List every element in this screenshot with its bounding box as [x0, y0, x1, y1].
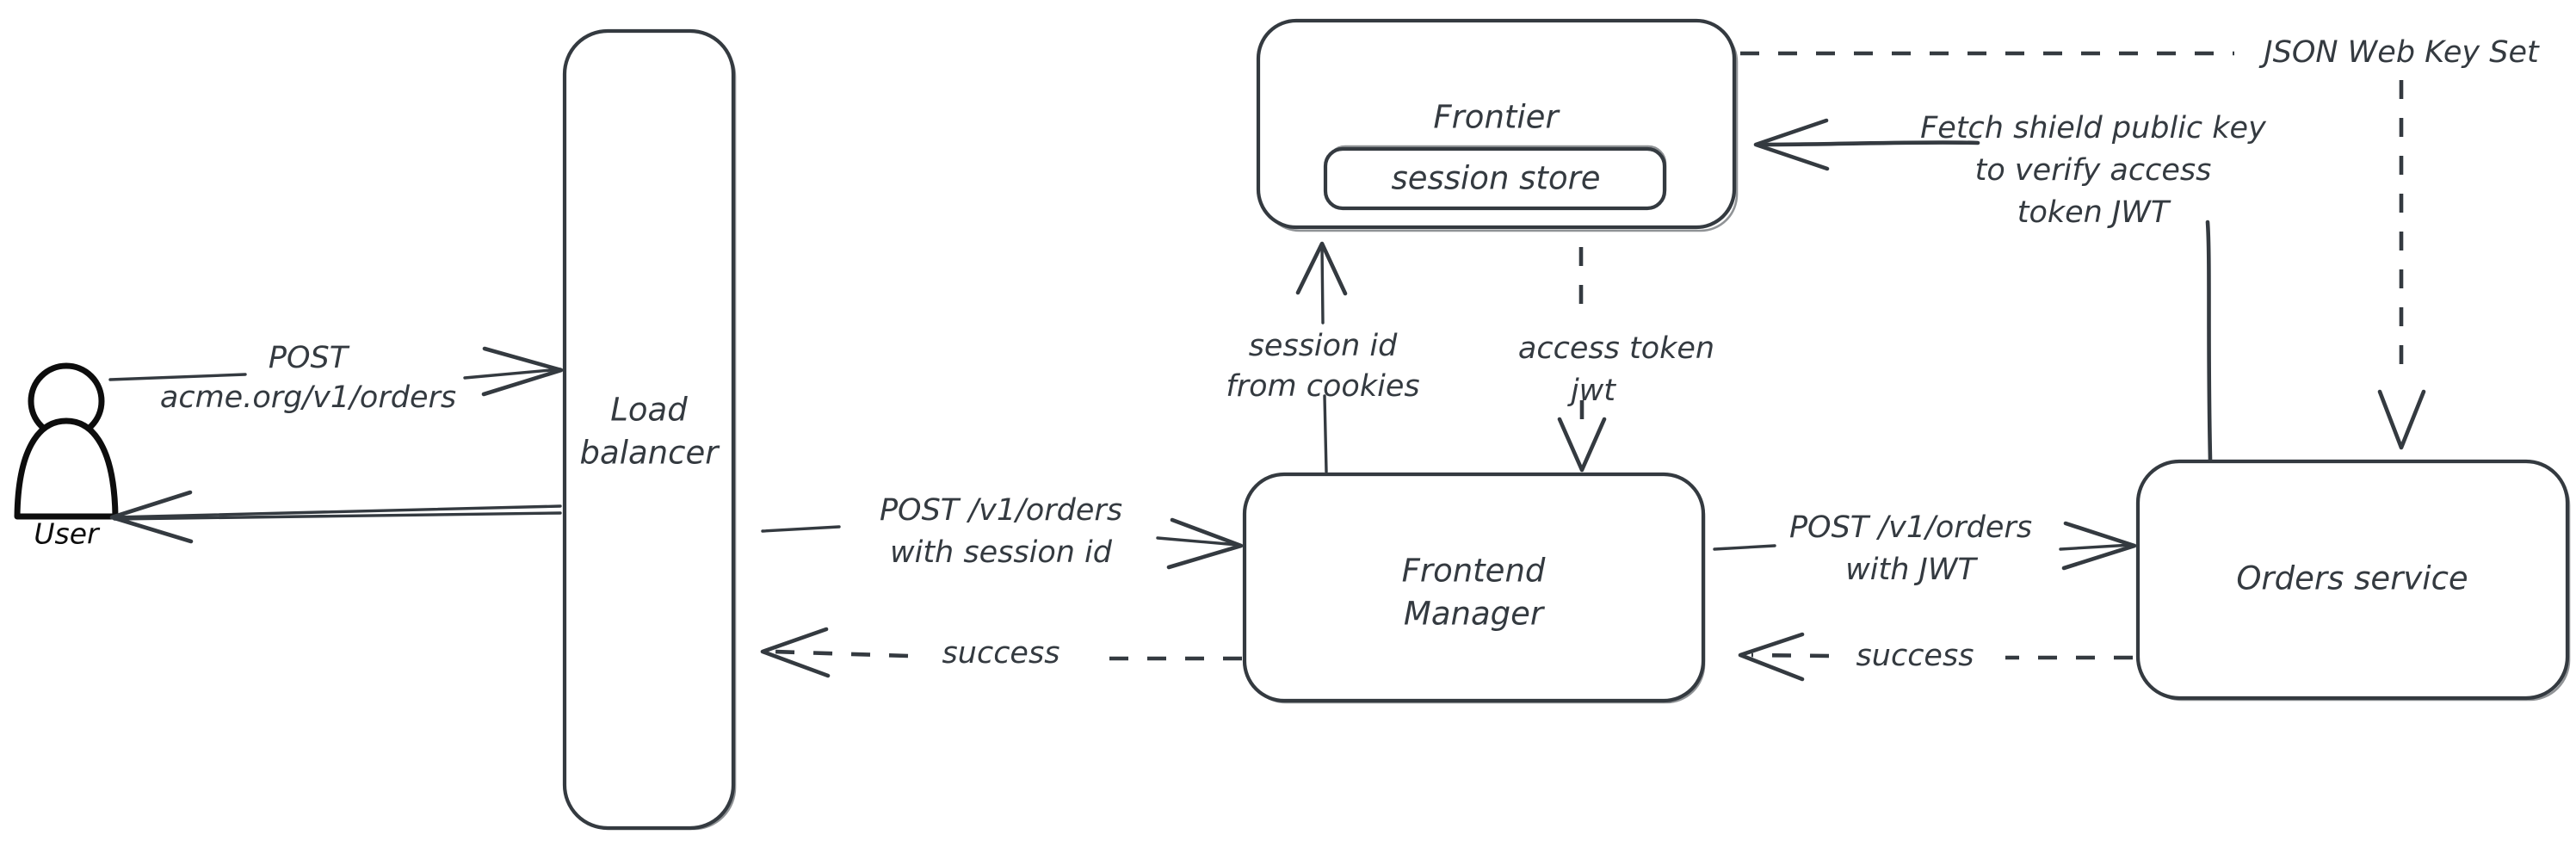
node-load-balancer[interactable]: Load balancer [562, 28, 737, 831]
arrow-head-up-icon [1295, 241, 1348, 296]
node-frontend-manager-label-line1: Frontend [1402, 553, 1546, 590]
arrow-head-right-icon [481, 346, 564, 397]
node-frontend-manager-label-line2: Manager [1404, 596, 1546, 633]
user-actor[interactable]: User [14, 362, 119, 551]
edge-frontend-manager-to-orders-service[interactable]: POST /v1/orders with JWT [1713, 510, 2137, 587]
arrow-head-right-icon [2061, 521, 2137, 571]
arrow-head-right-icon [1166, 517, 1244, 570]
edge-lb-to-fm-label-line1: POST /v1/orders [880, 493, 1122, 528]
edge-load-balancer-to-frontend-manager[interactable]: POST /v1/orders with session id [761, 493, 1244, 570]
edge-user-to-load-balancer-label-line1: POST [269, 341, 350, 375]
edge-orders-service-to-frontend-manager[interactable]: success [1738, 632, 2133, 682]
edge-user-to-load-balancer[interactable]: POST acme.org/v1/orders [108, 341, 564, 415]
edge-frontier-to-orders-label: JSON Web Key Set [2258, 35, 2540, 70]
edge-fm-to-frontier-label-line2: from cookies [1226, 369, 1419, 404]
arrow-head-left-icon [760, 627, 831, 678]
edge-frontier-to-orders-service[interactable]: JSON Web Key Set [1740, 35, 2540, 450]
node-frontend-manager[interactable]: Frontend Manager [1242, 472, 1706, 704]
node-frontier[interactable]: Frontier session store [1256, 18, 1739, 232]
node-session-store[interactable]: session store [1323, 145, 1667, 211]
edge-orders-to-frontier-label-line3: token JWT [2017, 195, 2171, 230]
edge-orders-to-frontier-label-line2: to verify access [1975, 153, 2212, 188]
arrow-head-left-icon [109, 490, 194, 544]
edge-frontier-to-fm-label-line2: jwt [1567, 374, 1616, 408]
arrow-head-left-icon [1753, 118, 1830, 171]
arrow-head-down-icon [1557, 417, 1607, 473]
node-load-balancer-label-line2: balancer [580, 435, 721, 472]
edge-frontend-manager-to-load-balancer[interactable]: success [760, 627, 1242, 678]
edge-fm-to-lb-label: success [942, 636, 1060, 671]
edge-load-balancer-to-user[interactable] [109, 490, 562, 544]
node-orders-service-label: Orders service [2236, 560, 2468, 597]
node-session-store-label: session store [1391, 160, 1600, 197]
node-orders-service[interactable]: Orders service [2135, 459, 2571, 702]
edge-frontier-to-fm-label-line1: access token [1518, 331, 1714, 366]
person-icon [14, 362, 119, 520]
edge-orders-service-to-frontier[interactable]: Fetch shield public key to verify access… [1753, 111, 2267, 462]
edge-frontier-to-frontend-manager[interactable]: access token jwt [1518, 247, 1714, 473]
edge-fm-to-orders-label-line1: POST /v1/orders [1789, 510, 2032, 545]
edge-fm-to-orders-label-line2: with JWT [1845, 553, 1978, 587]
arrow-head-down-icon [2377, 389, 2426, 450]
user-actor-label: User [34, 517, 101, 551]
edge-orders-to-fm-label: success [1856, 639, 1974, 673]
edge-orders-to-frontier-label-line1: Fetch shield public key [1920, 111, 2267, 145]
edge-fm-to-frontier-label-line1: session id [1249, 329, 1398, 363]
arrow-head-left-icon [1738, 632, 1805, 682]
edge-frontend-manager-to-frontier[interactable]: session id from cookies [1226, 241, 1420, 473]
edge-lb-to-fm-label-line2: with session id [890, 535, 1113, 570]
node-load-balancer-label-line1: Load [610, 392, 688, 429]
node-frontier-label: Frontier [1433, 99, 1560, 136]
edge-user-to-load-balancer-label-line2: acme.org/v1/orders [160, 380, 456, 415]
